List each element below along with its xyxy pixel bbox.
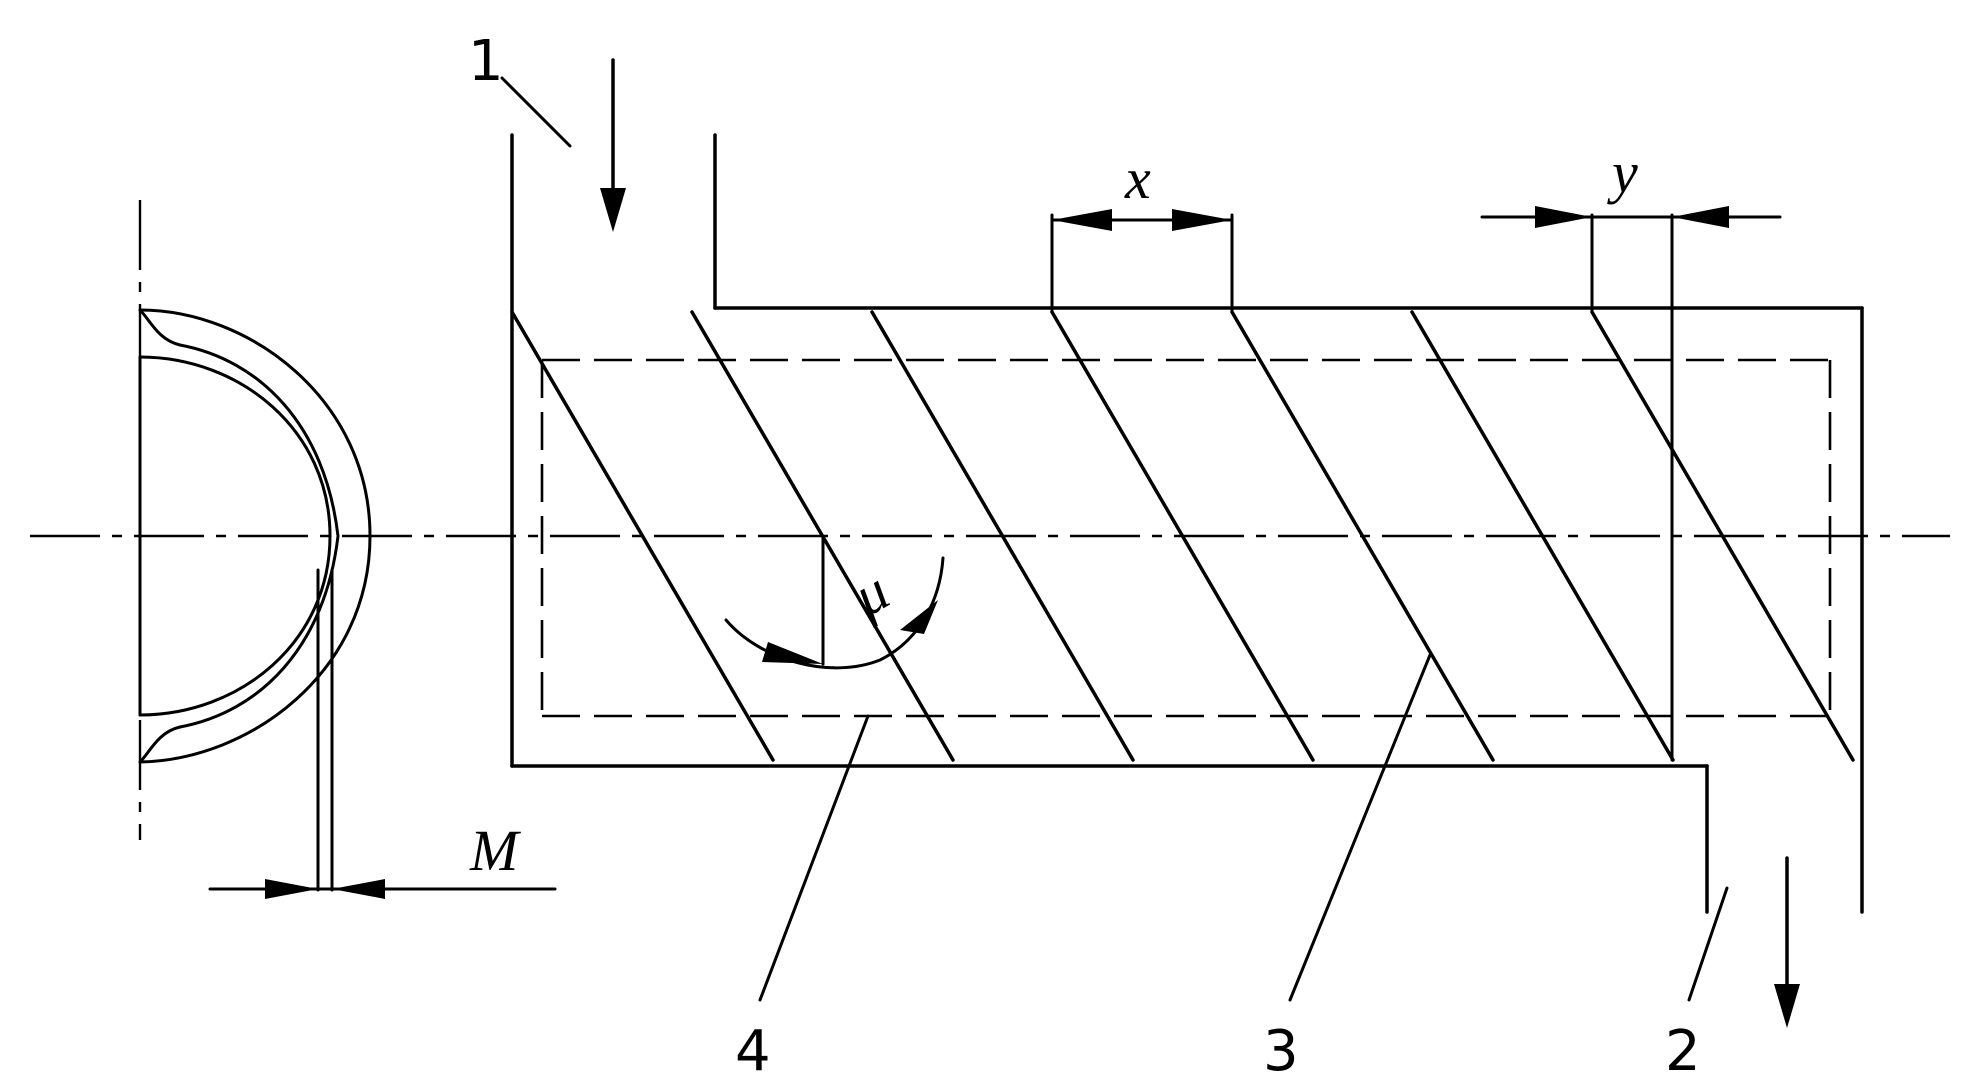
angle-mu-arc [724, 556, 945, 670]
dim-M-label: M [469, 818, 521, 883]
end-view-liner-arc [178, 343, 340, 729]
outlet-arrow-head [1774, 984, 1800, 1028]
part-3-label: 3 [1263, 1019, 1299, 1084]
end-view-shell [138, 308, 372, 764]
dim-M-arrow-left [265, 879, 318, 899]
end-view-inner-arc [138, 355, 332, 717]
screw-flight [870, 310, 1135, 762]
part-3-leader [1288, 653, 1432, 1002]
part-2-label: 2 [1665, 1019, 1701, 1084]
part-4-leader [758, 714, 870, 1002]
dim-x-arrow-right [1172, 209, 1232, 231]
dim-y-arrow-left [1535, 206, 1592, 228]
end-view-bottom-lip [138, 725, 182, 764]
screw-flight [1050, 310, 1315, 762]
screw-flights [510, 310, 1855, 762]
angle-mu-label: μ [841, 558, 900, 629]
inlet-arrow-head [600, 188, 626, 232]
angle-mu-arrow-right [900, 600, 938, 634]
outlet-arrow [1774, 856, 1800, 1028]
end-view-outer-arc [138, 308, 372, 764]
end-view-top-lip [138, 308, 182, 347]
dimension-y: y [1480, 140, 1782, 312]
dim-y-label: y [1607, 140, 1638, 205]
part-2-leader [1687, 886, 1729, 1002]
dimension-M: M [208, 568, 557, 899]
angle-mu-arrow-left [762, 642, 823, 664]
part-4-label: 4 [735, 1019, 771, 1084]
part-1-leader [500, 76, 572, 148]
screw-shaft-outline [540, 358, 1832, 718]
dimension-x: x [1050, 146, 1234, 312]
part-1-label: 1 [468, 29, 504, 94]
screw-flight [1410, 310, 1675, 762]
screw-flight [1590, 310, 1855, 762]
inlet-arrow [600, 58, 626, 232]
dim-M-arrow-right [332, 879, 385, 899]
screw-flight [1230, 310, 1495, 762]
screw-flight [510, 310, 775, 762]
dim-x-label: x [1124, 146, 1151, 211]
dim-x-arrow-left [1052, 209, 1112, 231]
housing [510, 133, 1864, 914]
dim-y-arrow-right [1672, 206, 1729, 228]
